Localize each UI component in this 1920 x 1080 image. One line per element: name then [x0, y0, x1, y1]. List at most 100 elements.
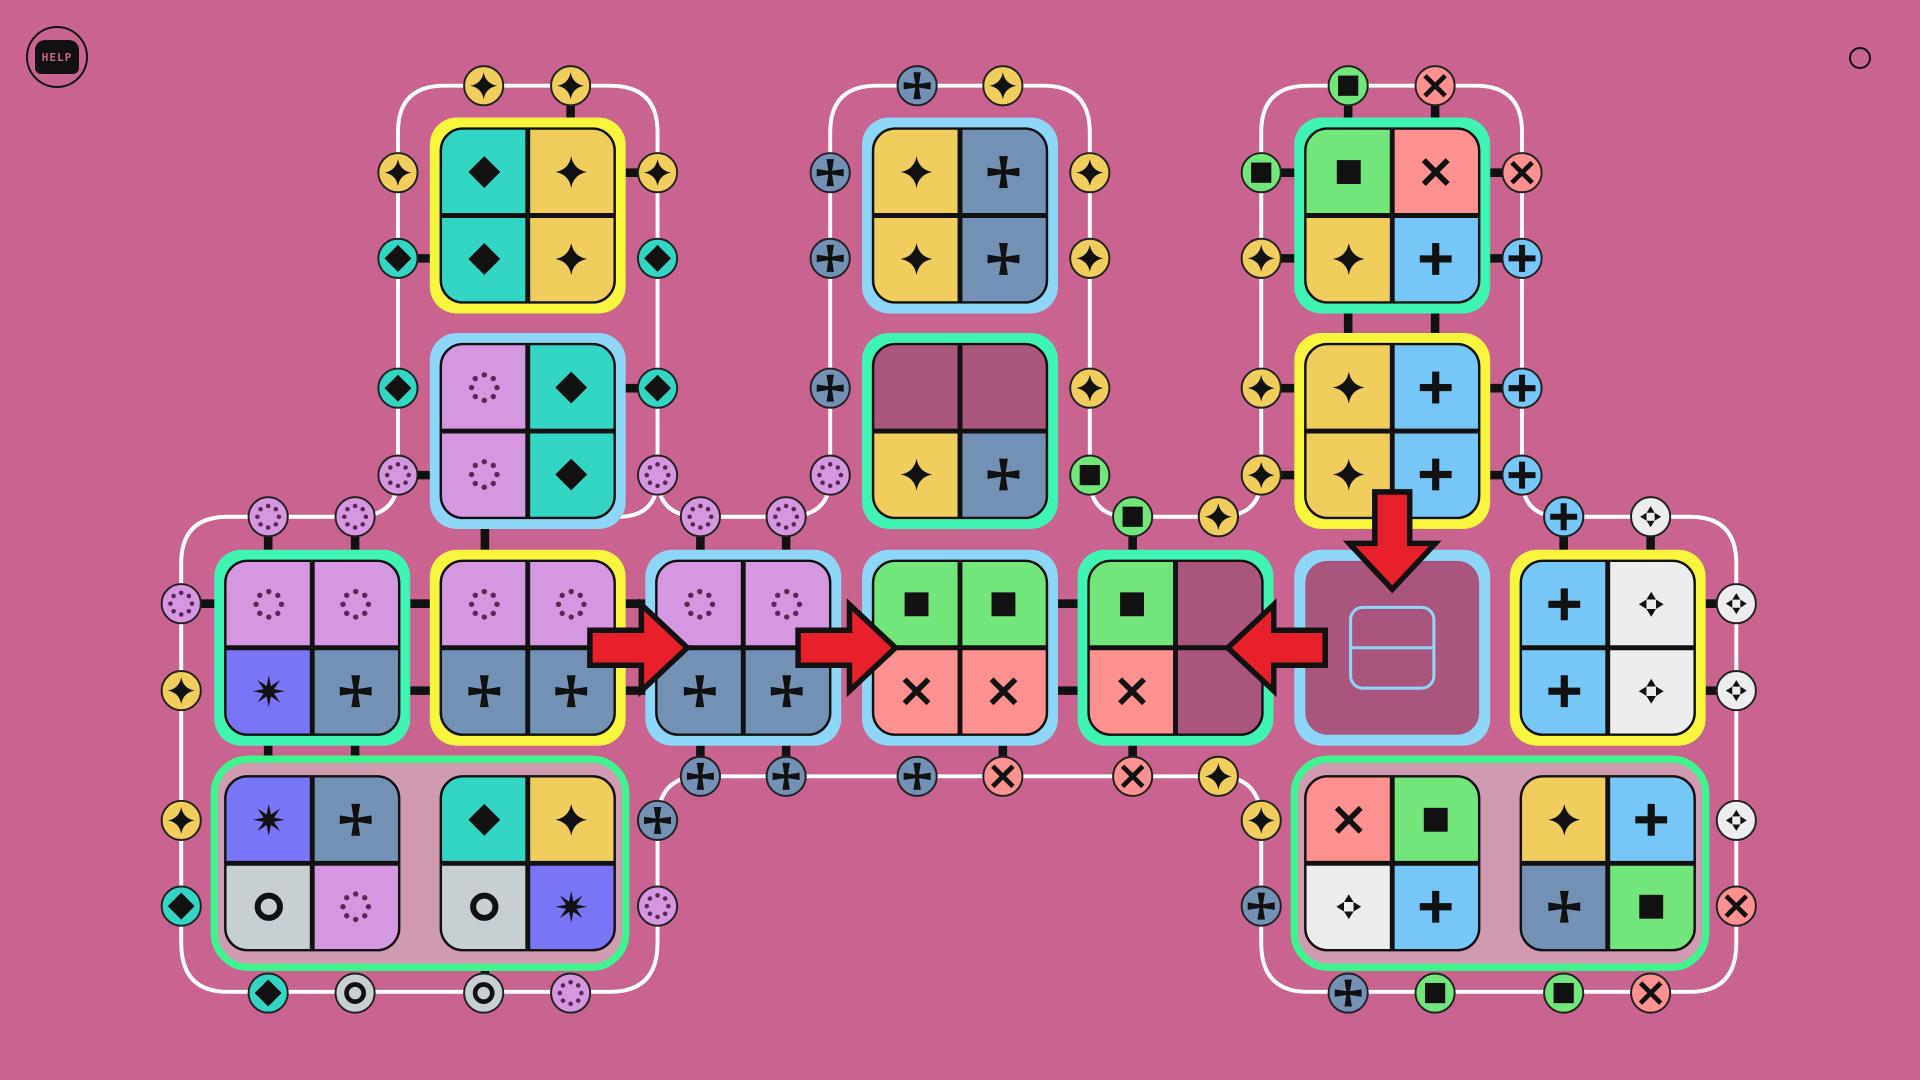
four-triangles-icon: [1336, 894, 1362, 920]
peg-yellow[interactable]: [636, 152, 679, 194]
peg-white[interactable]: [1715, 670, 1757, 712]
peg-yellow[interactable]: [1240, 367, 1282, 409]
peg-salmon[interactable]: [982, 755, 1024, 797]
peg-slate[interactable]: [1327, 972, 1369, 1014]
peg-lilac[interactable]: [809, 454, 851, 496]
help-button[interactable]: HELP: [26, 26, 88, 88]
peg-yellow[interactable]: [1197, 755, 1239, 797]
peg-lilac[interactable]: [765, 496, 807, 538]
tile[interactable]: [1304, 775, 1481, 952]
peg-slate[interactable]: [896, 65, 938, 107]
peg-lilac[interactable]: [679, 496, 721, 538]
square-icon: [1639, 894, 1664, 919]
tile[interactable]: [862, 333, 1058, 529]
tile[interactable]: [1294, 333, 1491, 529]
peg-green[interactable]: [1069, 454, 1111, 496]
peg-yellow[interactable]: [550, 65, 592, 107]
peg-gray[interactable]: [463, 972, 505, 1014]
peg-slate[interactable]: [765, 755, 807, 797]
peg-white[interactable]: [1715, 583, 1757, 625]
peg-sky[interactable]: [1501, 237, 1543, 279]
four-point-star-icon: [1204, 503, 1232, 531]
tile[interactable]: [214, 549, 411, 746]
dotted-ring-icon: [644, 462, 671, 489]
peg-salmon[interactable]: [1630, 972, 1672, 1014]
cross-pattee-icon: [339, 803, 372, 836]
peg-sky[interactable]: [1501, 367, 1543, 409]
peg-lilac[interactable]: [334, 496, 376, 538]
peg-teal[interactable]: [377, 237, 419, 279]
peg-slate[interactable]: [809, 152, 851, 194]
tile[interactable]: [862, 549, 1058, 746]
tile[interactable]: [1509, 549, 1706, 746]
peg-teal[interactable]: [377, 367, 419, 409]
peg-teal[interactable]: [636, 237, 679, 279]
dotted-ring-icon: [557, 979, 584, 1007]
peg-yellow[interactable]: [1069, 152, 1111, 194]
peg-yellow[interactable]: [463, 65, 505, 107]
peg-lilac[interactable]: [636, 454, 679, 496]
peg-slate[interactable]: [809, 367, 851, 409]
track-line: [655, 477, 833, 519]
peg-yellow[interactable]: [1240, 237, 1282, 279]
peg-yellow[interactable]: [982, 65, 1024, 107]
peg-green[interactable]: [1414, 972, 1456, 1014]
peg-yellow[interactable]: [1240, 799, 1282, 841]
peg-gray[interactable]: [334, 972, 376, 1014]
dotted-ring-icon: [340, 588, 372, 620]
peg-white[interactable]: [1715, 799, 1757, 841]
circle-menu-icon[interactable]: [1849, 47, 1871, 69]
peg-green[interactable]: [1112, 496, 1154, 538]
peg-slate[interactable]: [809, 237, 851, 279]
peg-yellow[interactable]: [1069, 367, 1111, 409]
peg-slate[interactable]: [1240, 885, 1282, 927]
tile[interactable]: [1294, 549, 1491, 746]
tile[interactable]: [429, 333, 626, 529]
peg-salmon[interactable]: [1112, 755, 1154, 797]
tile[interactable]: [224, 775, 401, 952]
peg-green[interactable]: [1327, 65, 1369, 107]
peg-sky[interactable]: [1543, 496, 1585, 538]
peg-salmon[interactable]: [1501, 152, 1543, 194]
dotted-ring-icon: [253, 588, 285, 620]
peg-teal[interactable]: [160, 885, 202, 927]
peg-slate[interactable]: [679, 755, 721, 797]
plus-icon: [1508, 461, 1536, 489]
diamond-icon: [644, 374, 672, 402]
peg-yellow[interactable]: [1069, 237, 1111, 279]
peg-teal[interactable]: [247, 972, 289, 1014]
tile[interactable]: [429, 549, 626, 746]
tile[interactable]: [1077, 549, 1274, 746]
peg-yellow[interactable]: [1240, 454, 1282, 496]
diamond-icon: [468, 243, 501, 275]
peg-lilac[interactable]: [550, 972, 592, 1014]
peg-lilac[interactable]: [160, 583, 202, 625]
peg-yellow[interactable]: [160, 670, 202, 712]
peg-sky[interactable]: [1501, 454, 1543, 496]
tile-cell: [440, 431, 528, 518]
four-point-star-icon: [1332, 243, 1365, 275]
tile[interactable]: [429, 117, 626, 314]
tile[interactable]: [1294, 117, 1491, 314]
tile[interactable]: [439, 775, 616, 952]
peg-lilac[interactable]: [377, 454, 419, 496]
peg-yellow[interactable]: [377, 152, 419, 194]
peg-yellow[interactable]: [160, 799, 202, 841]
four-point-star-icon: [1247, 461, 1275, 489]
peg-green[interactable]: [1543, 972, 1585, 1014]
square-icon: [1553, 982, 1574, 1004]
diamond-icon: [644, 244, 672, 272]
tile[interactable]: [1519, 775, 1696, 952]
tile[interactable]: [862, 117, 1058, 314]
peg-yellow[interactable]: [1197, 496, 1239, 538]
peg-lilac[interactable]: [247, 496, 289, 538]
peg-white[interactable]: [1630, 496, 1672, 538]
peg-teal[interactable]: [636, 367, 679, 409]
peg-salmon[interactable]: [1715, 885, 1757, 927]
peg-lilac[interactable]: [636, 885, 679, 927]
peg-slate[interactable]: [636, 799, 679, 841]
peg-salmon[interactable]: [1414, 65, 1456, 107]
diamond-icon: [384, 374, 412, 402]
peg-green[interactable]: [1240, 152, 1282, 194]
peg-slate[interactable]: [896, 755, 938, 797]
